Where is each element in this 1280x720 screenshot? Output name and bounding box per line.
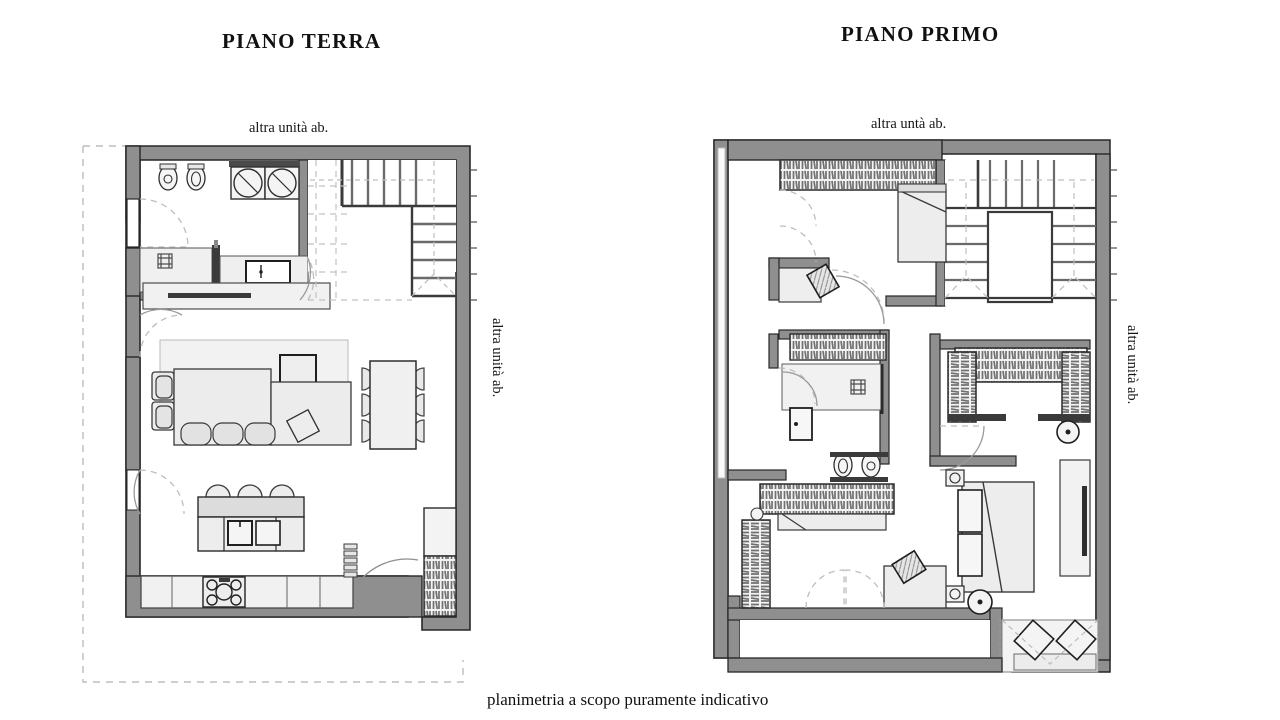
site-boundary-dashed-ground — [82, 145, 464, 683]
disclaimer-caption: planimetria a scopo puramente indicativo — [487, 690, 769, 709]
right-wall-ticks-ground — [470, 169, 477, 301]
bedroom-bottom-left-first — [741, 483, 947, 609]
note-adjacent-unit-top-first: altra untà ab. — [871, 116, 947, 132]
terrace-first — [999, 618, 1099, 673]
living-room-ground — [151, 339, 352, 446]
laundry-appliances-ground — [229, 161, 300, 200]
staircase-ground — [308, 160, 457, 301]
door-leaves-ground — [133, 257, 312, 515]
bathroom-first — [778, 333, 888, 482]
walk-in-closet-first — [939, 347, 1091, 577]
door-swings-ground — [139, 198, 315, 515]
bedroom-top-left-first — [778, 159, 947, 325]
note-adjacent-unit-top-ground: altra unità ab. — [249, 120, 329, 136]
page-title-ground-floor: PIANO TERRA — [222, 29, 382, 53]
bathroom-fixtures-ground — [158, 163, 206, 191]
kitchen-run-ground — [140, 543, 358, 609]
counter-strip-ground — [142, 282, 331, 310]
exterior-walls-first — [713, 139, 1111, 673]
entry-wardrobe-ground — [355, 507, 457, 617]
right-wall-ticks-first — [1110, 169, 1117, 301]
master-bedroom-first — [945, 469, 1035, 615]
staircase-first — [944, 160, 1097, 306]
page-title-first-floor: PIANO PRIMO — [841, 22, 1000, 46]
first-floor-plan — [713, 139, 1117, 673]
kitchen-island-ground — [197, 484, 305, 552]
dining-set-ground — [361, 360, 425, 450]
ground-floor-plan — [82, 145, 477, 683]
lower-left-room-first — [727, 620, 1003, 673]
